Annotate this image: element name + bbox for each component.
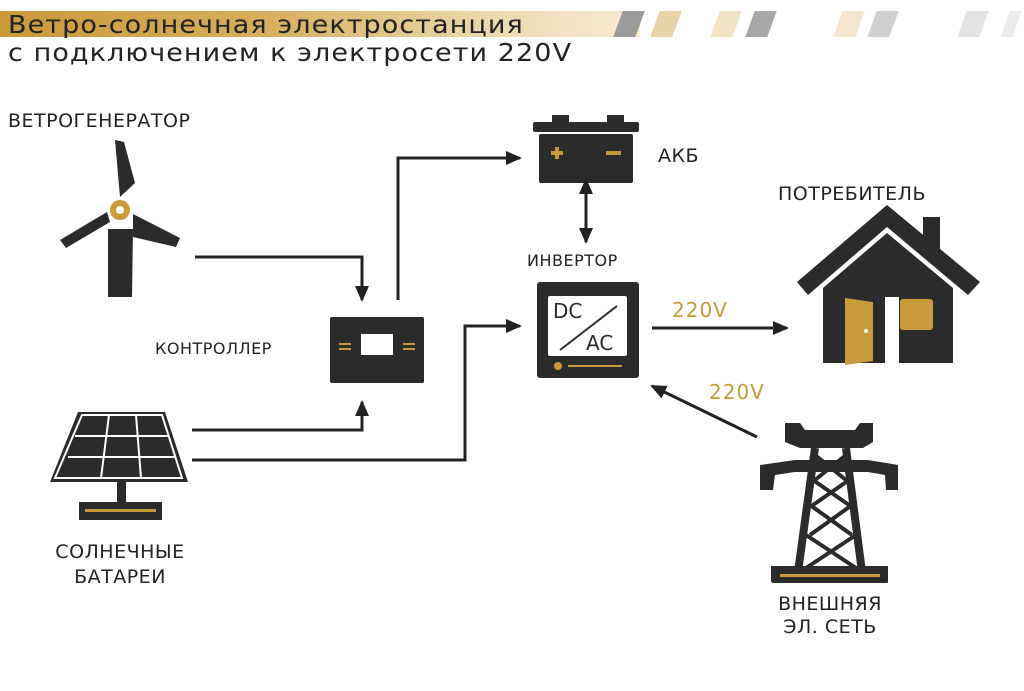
battery-icon xyxy=(533,115,639,183)
controller-label: КОНТРОЛЛЕР xyxy=(155,339,272,358)
grid-label-line1: ВНЕШНЯЯ xyxy=(778,593,882,615)
solar-to-controller-arrow xyxy=(192,400,369,432)
grid-to-inverter-arrow xyxy=(650,384,758,439)
title-band xyxy=(0,11,640,37)
connectors xyxy=(192,151,789,462)
title-line-1: Ветро-солнечная электростанция xyxy=(8,10,524,39)
inverter-icon xyxy=(537,282,639,378)
inverter-consumer-voltage-label: 220V xyxy=(672,298,728,322)
inverter-label: ИНВЕРТОР xyxy=(527,251,618,270)
solar-panel-icon xyxy=(50,412,188,520)
inverter-ac-label: AC xyxy=(586,331,613,355)
solar-panels-label-line1: СОЛНЕЧНЫЕ xyxy=(55,541,185,563)
wind-generator-label: ВЕТРОГЕНЕРАТОР xyxy=(8,110,191,132)
battery-label: АКБ xyxy=(658,145,700,167)
consumer-label: ПОТРЕБИТЕЛЬ xyxy=(778,183,926,205)
controller-icon xyxy=(330,317,424,383)
grid-label-line2: ЭЛ. СЕТЬ xyxy=(783,616,877,638)
title-line-2: с подключением к электросети 220V xyxy=(8,38,573,67)
solar-panels-label-line2: БАТАРЕИ xyxy=(74,566,166,588)
inverter-dc-label: DC xyxy=(553,299,582,323)
wind-to-controller-arrow xyxy=(195,255,369,302)
house-icon xyxy=(797,205,980,365)
wind-turbine-icon xyxy=(60,140,180,297)
controller-to-battery-arrow xyxy=(396,151,522,300)
solar-to-inverter-arrow xyxy=(192,319,522,462)
power-pylon-icon xyxy=(760,423,898,583)
grid-inverter-voltage-label: 220V xyxy=(709,380,765,404)
